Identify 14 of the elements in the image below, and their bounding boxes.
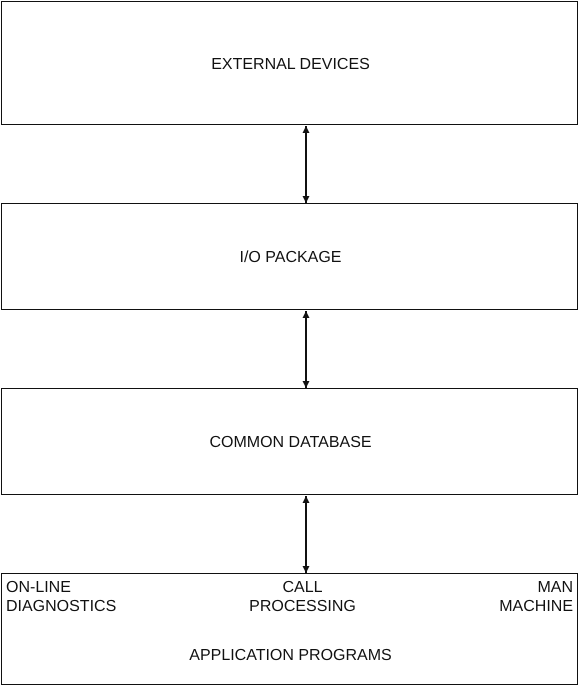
block-box bbox=[1, 388, 578, 495]
block-label: EXTERNAL DEVICES bbox=[210, 54, 371, 74]
arrow bbox=[302, 126, 310, 203]
block-label: ON-LINE DIAGNOSTICS bbox=[6, 578, 118, 616]
block-label: APPLICATION PROGRAMS bbox=[188, 646, 393, 665]
block-label: MAN MACHINE bbox=[498, 578, 573, 616]
block-box bbox=[1, 203, 578, 310]
block-box bbox=[1, 1, 578, 125]
block-label: COMMON DATABASE bbox=[208, 433, 373, 452]
block-box bbox=[1, 573, 578, 685]
block-label: I/O PACKAGE bbox=[238, 248, 342, 267]
arrow bbox=[302, 496, 310, 573]
block-label: CALL PROCESSING bbox=[248, 578, 357, 616]
arrow bbox=[302, 311, 310, 388]
